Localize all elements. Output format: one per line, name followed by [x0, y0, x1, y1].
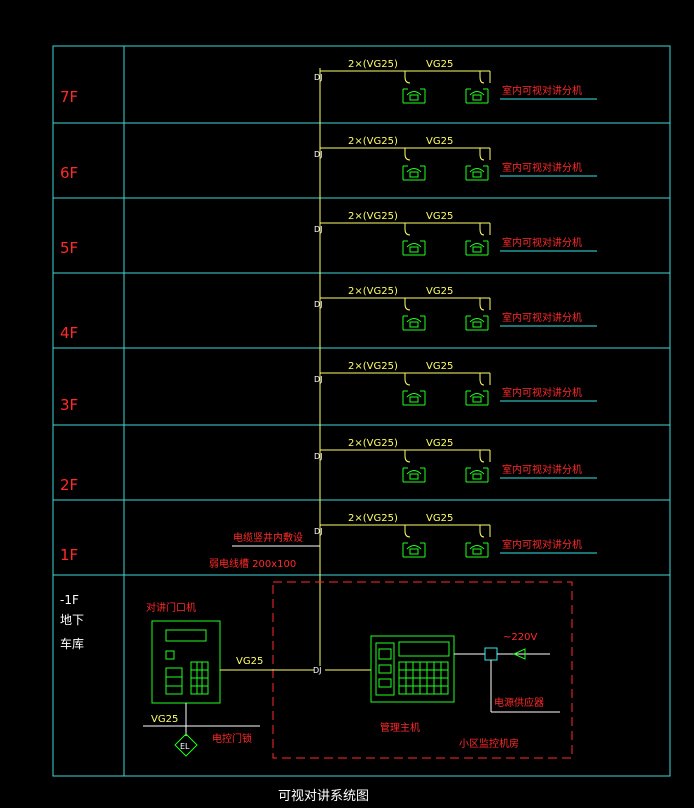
handset-icon [465, 542, 489, 558]
management-host-label: 管理主机 [380, 721, 420, 734]
floor-label: 5F [60, 239, 78, 257]
floor-row-2f [320, 449, 597, 483]
lock-cable-label: VG25 [151, 714, 178, 725]
handset-icon [465, 315, 489, 331]
basement-label-1: -1F [60, 593, 79, 607]
unit-cable-label: VG25 [426, 59, 453, 70]
floor-label: 6F [60, 164, 78, 182]
branch-cable-label: 2×(VG25) [348, 211, 398, 222]
floor-dividers [53, 122, 670, 576]
handset-icon [402, 165, 426, 181]
junction-box-label: DJ [314, 452, 323, 461]
diagram-title: 可视对讲系统图 [278, 789, 369, 803]
junction-box-label: DJ [314, 300, 323, 309]
unit-cable-label: VG25 [426, 361, 453, 372]
control-room-label: 小区监控机房 [459, 737, 519, 750]
junction-box-label: DJ [314, 225, 323, 234]
floor-label: 7F [60, 88, 78, 106]
floor-row-6f [320, 147, 597, 181]
indoor-unit-label: 室内可视对讲分机 [502, 311, 582, 324]
branch-cable-label: 2×(VG25) [348, 59, 398, 70]
handset-icon [402, 240, 426, 256]
power-supply-box [484, 647, 498, 661]
door-station-icon [151, 620, 221, 704]
floor-row-3f [320, 372, 597, 406]
branch-cable-label: 2×(VG25) [348, 136, 398, 147]
floor-label: 2F [60, 476, 78, 494]
floor-label: 4F [60, 324, 78, 342]
power-supply-label: 电源供应器 [494, 696, 544, 709]
door-lock-icon [174, 733, 198, 757]
basement-label-3: 车库 [60, 636, 84, 651]
handset-icon [465, 467, 489, 483]
riser-note-1: 电缆竖井内敷设 [233, 531, 303, 544]
handset-icon [402, 315, 426, 331]
indoor-unit-label: 室内可视对讲分机 [502, 161, 582, 174]
unit-cable-label: VG25 [426, 211, 453, 222]
floor-rows: 7F DJ 2×(VG25) VG25 室内可视对讲分机 6F DJ 2×(VG25) VG25… [60, 59, 597, 564]
floor-row-5f [320, 222, 597, 256]
basement-label-2: 地下 [60, 613, 84, 627]
floor-row-7f [320, 70, 597, 104]
unit-cable-label: VG25 [426, 438, 453, 449]
handset-icon [465, 390, 489, 406]
handset-icon [465, 88, 489, 104]
door-station-cable-label: VG25 [236, 656, 263, 667]
junction-box-label: DJ [314, 527, 323, 536]
door-lock-code: EL [180, 742, 190, 751]
basement-dj-label: DJ [313, 666, 322, 675]
floor-label: 1F [60, 546, 78, 564]
door-station-label: 对讲门口机 [146, 601, 196, 614]
branch-cable-label: 2×(VG25) [348, 438, 398, 449]
management-host-icon [370, 635, 455, 703]
floor-label: 3F [60, 396, 78, 414]
branch-cable-label: 2×(VG25) [348, 361, 398, 372]
handset-icon [402, 467, 426, 483]
indoor-unit-label: 室内可视对讲分机 [502, 386, 582, 399]
junction-box-label: DJ [314, 150, 323, 159]
power-input-label: ~220V [503, 632, 537, 643]
ac-source-icon [512, 648, 526, 660]
handset-icon [465, 240, 489, 256]
outer-frame [52, 45, 671, 777]
indoor-unit-label: 室内可视对讲分机 [502, 463, 582, 476]
junction-box-label: DJ [314, 73, 323, 82]
door-lock-label: 电控门锁 [212, 732, 252, 745]
junction-box-label: DJ [314, 375, 323, 384]
handset-icon [402, 88, 426, 104]
indoor-unit-label: 室内可视对讲分机 [502, 236, 582, 249]
indoor-unit-label: 室内可视对讲分机 [502, 538, 582, 551]
riser-note-2: 弱电线槽 200x100 [209, 557, 296, 570]
floor-row-4f [320, 297, 597, 331]
indoor-unit-label: 室内可视对讲分机 [502, 84, 582, 97]
handset-icon [402, 390, 426, 406]
floor-row-1f [320, 524, 597, 558]
basement-section: -1F 地下 车库 电缆竖井内敷设 弱电线槽 200x100 对讲门口机 VG2… [60, 531, 573, 759]
unit-cable-label: VG25 [426, 136, 453, 147]
unit-cable-label: VG25 [426, 513, 453, 524]
handset-icon [402, 542, 426, 558]
handset-icon [465, 165, 489, 181]
unit-cable-label: VG25 [426, 286, 453, 297]
branch-cable-label: 2×(VG25) [348, 513, 398, 524]
branch-cable-label: 2×(VG25) [348, 286, 398, 297]
